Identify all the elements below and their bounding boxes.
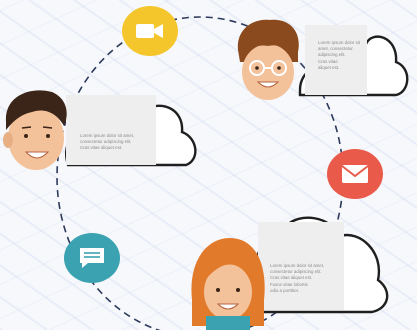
- cloud-man-left: [65, 95, 197, 167]
- man-left-avatar: [3, 90, 67, 170]
- chat-bubble-circle[interactable]: [64, 233, 120, 283]
- envelope-icon: [341, 165, 369, 183]
- woman-avatar: [191, 238, 265, 330]
- cloud-woman: [252, 216, 389, 314]
- video-camera-icon: [136, 24, 163, 38]
- envelope-circle[interactable]: [327, 149, 383, 199]
- man-left-text: Lorem ipsum dolor sit amet, consectetur …: [80, 133, 135, 151]
- woman-text: Lorem ipsum dolor sit amet, consectetur …: [270, 263, 325, 293]
- cloud-man-glasses: [298, 25, 409, 97]
- chat-bubble-icon: [80, 248, 104, 268]
- video-camera-circle[interactable]: [122, 6, 178, 56]
- man-glasses-avatar: [237, 19, 299, 100]
- man-glasses-text: Lorem ipsum dolor sit amet, consectetur …: [318, 40, 360, 70]
